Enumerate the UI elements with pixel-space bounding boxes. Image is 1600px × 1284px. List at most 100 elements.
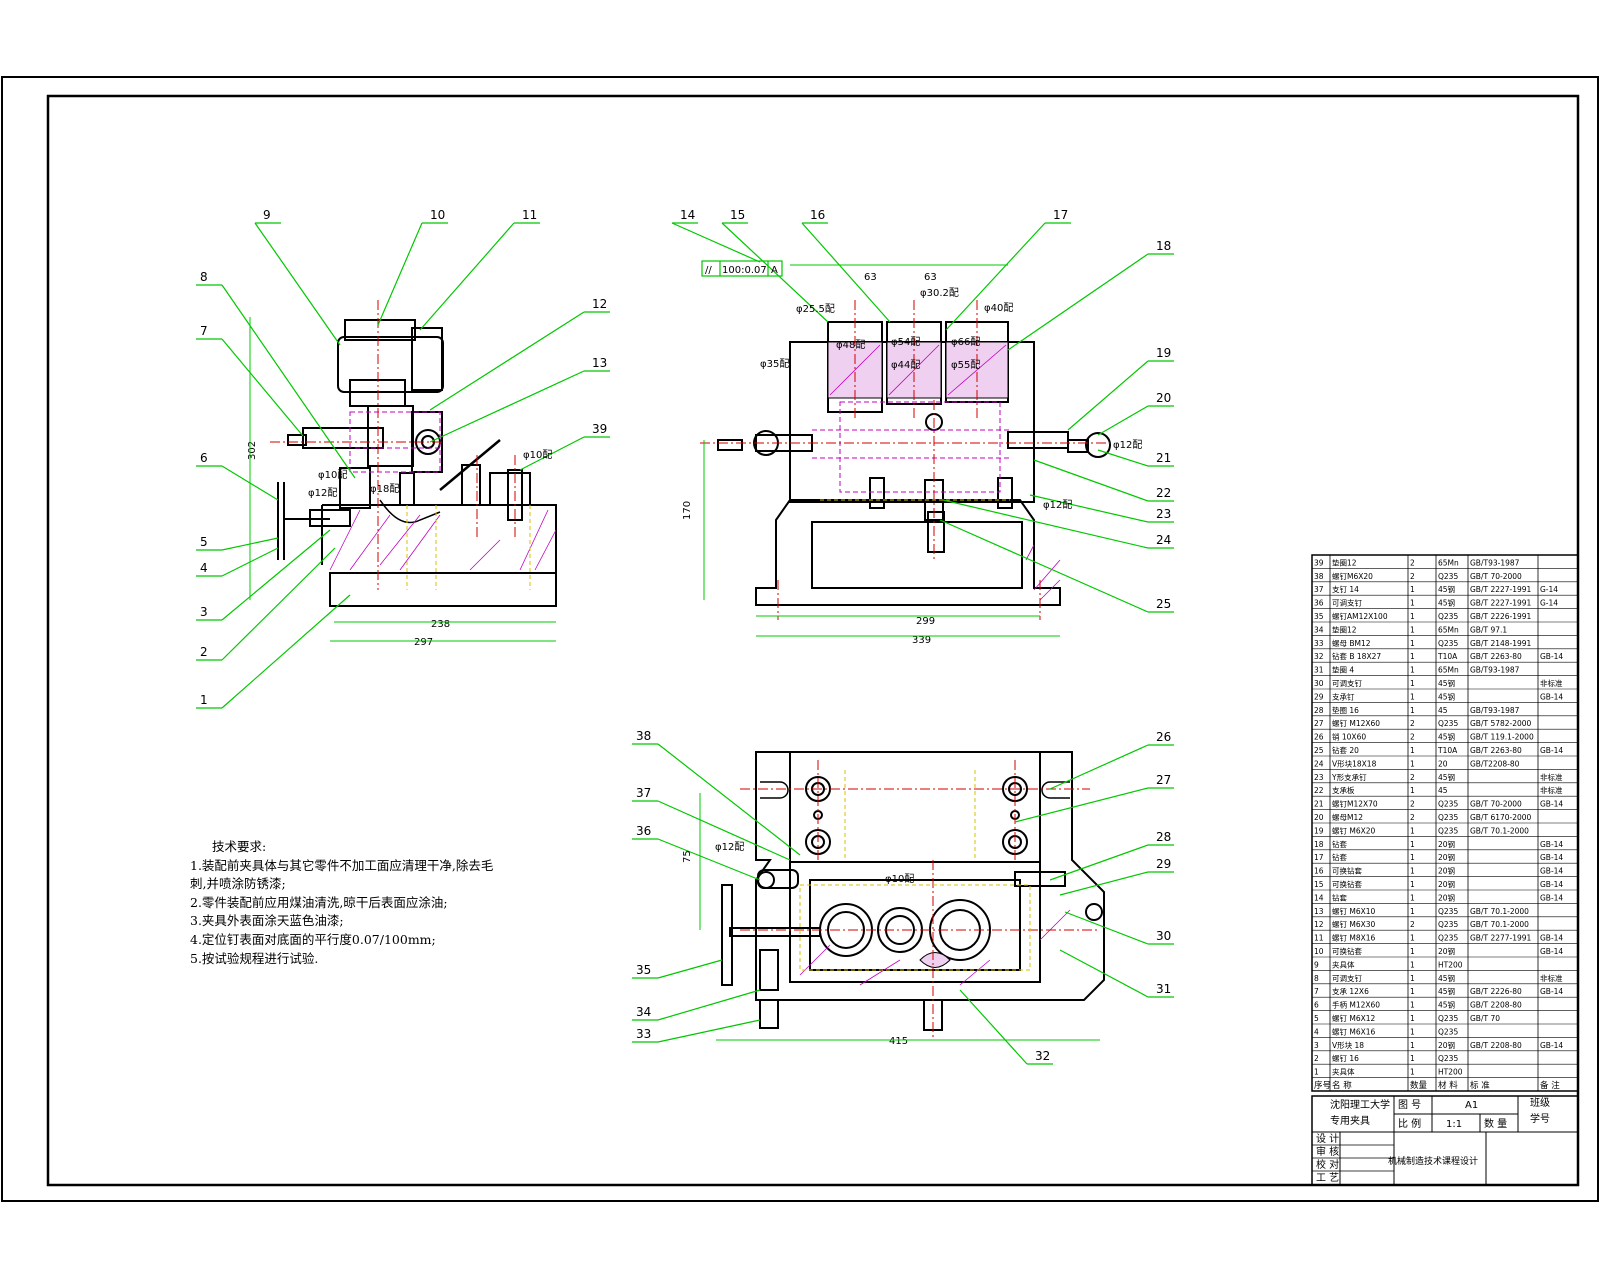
parts-cell: Y形支承钉 (1331, 772, 1367, 782)
parts-cell: Q235 (1438, 934, 1458, 943)
parts-cell: GB-14 (1540, 947, 1563, 956)
parts-cell: GB-14 (1540, 652, 1563, 661)
parts-cell: 垫圈 16 (1332, 705, 1359, 715)
parts-cell: 20钢 (1438, 852, 1455, 862)
parts-cell: 35 (1314, 612, 1324, 621)
balloon-32: 32 (1035, 1049, 1050, 1063)
dim-side-5: φ48配 (836, 339, 865, 351)
balloon-26: 26 (1156, 730, 1171, 744)
parts-cell: 2 (1410, 813, 1415, 822)
parts-cell: 15 (1314, 880, 1324, 889)
parts-cell: 65Mn (1438, 666, 1459, 675)
parts-cell: 1 (1410, 880, 1415, 889)
parts-cell: 39 (1314, 558, 1324, 567)
parts-cell: Q235 (1438, 1054, 1458, 1063)
tech-line-3: 2.零件装配前应用煤油清洗,晾干后表面应涂油; (190, 894, 448, 910)
parts-cell: 45钢 (1438, 732, 1455, 742)
parts-cell: HT200 (1438, 1068, 1463, 1077)
parts-cell: GB-14 (1540, 853, 1563, 862)
balloon-2: 2 (200, 645, 208, 659)
parts-cell: 20钢 (1438, 892, 1455, 902)
leader-line (1029, 494, 1149, 523)
parts-cell: GB-14 (1540, 840, 1563, 849)
dim-side-11: φ12配 (1113, 439, 1142, 451)
parts-cell: 非标准 (1540, 973, 1563, 983)
parts-cell: 支承钉 (1332, 691, 1355, 701)
parts-cell: 20钢 (1438, 946, 1455, 956)
parts-cell: 2 (1410, 572, 1415, 581)
parts-cell: 1 (1410, 1014, 1415, 1023)
parts-cell: GB/T 2227-1991 (1470, 585, 1532, 594)
drawing-number-label: 图 号 (1398, 1099, 1421, 1111)
leader-line (221, 594, 351, 709)
parts-cell: T10A (1437, 746, 1458, 755)
leader-line (1097, 449, 1149, 467)
parts-cell: 17 (1314, 853, 1324, 862)
parts-cell: 1 (1410, 706, 1415, 715)
parts-cell: 1 (1410, 960, 1415, 969)
dim-front-5: φ10配 (523, 449, 552, 461)
side-view (700, 300, 1111, 620)
parts-cell: 螺钉 M6X16 (1332, 1026, 1376, 1036)
dim-side-15: 339 (912, 635, 931, 646)
project-title: 机械制造技术课程设计 (1388, 1155, 1478, 1167)
parts-cell: GB-14 (1540, 1041, 1563, 1050)
parts-cell: 1 (1410, 1027, 1415, 1036)
parts-cell: 2 (1410, 558, 1415, 567)
parts-cell: 手柄 M12X60 (1332, 1000, 1380, 1010)
parts-cell: 螺母M12 (1332, 812, 1363, 822)
balloon-25: 25 (1156, 597, 1171, 611)
leader-line (419, 222, 515, 331)
parts-cell: GB-14 (1540, 987, 1563, 996)
balloon-6: 6 (200, 451, 208, 465)
parts-cell: 8 (1314, 974, 1319, 983)
dim-side-0: 63 (864, 272, 877, 283)
parts-cell: 非标准 (1540, 678, 1563, 688)
parts-cell: 2 (1410, 920, 1415, 929)
balloon-37: 37 (636, 786, 651, 800)
leader-line (377, 222, 423, 326)
dim-front-1: 238 (431, 619, 450, 630)
dim-top-1: φ10配 (885, 873, 914, 885)
parts-cell: 1 (1410, 585, 1415, 594)
parts-cell: Q235 (1438, 920, 1458, 929)
leader-line (1059, 949, 1149, 998)
balloon-18: 18 (1156, 239, 1171, 253)
leader-line (1059, 871, 1149, 896)
grade-label: 班级 (1530, 1097, 1550, 1109)
title-school: 沈阳理工大学 (1330, 1098, 1390, 1111)
parts-cell: 16 (1314, 867, 1324, 876)
parts-cell: GB/T 2226-1991 (1470, 612, 1532, 621)
parts-cell: 12 (1314, 920, 1324, 929)
balloon-20: 20 (1156, 391, 1171, 405)
dim-side-6: φ54配 (891, 336, 920, 348)
parts-cell: 20钢 (1438, 866, 1455, 876)
parts-cell: 钻套 (1332, 839, 1348, 849)
parts-cell: 1 (1410, 1054, 1415, 1063)
balloon-22: 22 (1156, 486, 1171, 500)
balloon-23: 23 (1156, 507, 1171, 521)
parts-cell: 65Mn (1438, 558, 1459, 567)
parts-cell: 支承 12X6 (1332, 986, 1369, 996)
parts-cell: 6 (1314, 1001, 1319, 1010)
tolerance-datum: A (771, 265, 778, 276)
parts-cell: 可调支钉 (1332, 678, 1362, 688)
balloon-33: 33 (636, 1027, 651, 1041)
parts-cell: 1 (1410, 867, 1415, 876)
parts-cell: 23 (1314, 773, 1324, 782)
parts-cell: GB/T 97.1 (1470, 625, 1507, 634)
parts-cell: 21 (1314, 800, 1324, 809)
dim-front-6: φ18配 (370, 483, 399, 495)
dim-front-4: φ12配 (308, 487, 337, 499)
parts-cell: T10A (1437, 652, 1458, 661)
parts-cell: 2 (1410, 733, 1415, 742)
parts-cell: 4 (1314, 1027, 1319, 1036)
balloon-7: 7 (200, 324, 208, 338)
tech-title: 技术要求: (212, 839, 267, 854)
parts-cell: GB-14 (1540, 746, 1563, 755)
balloon-24: 24 (1156, 533, 1171, 547)
parts-cell: 45 (1438, 706, 1448, 715)
